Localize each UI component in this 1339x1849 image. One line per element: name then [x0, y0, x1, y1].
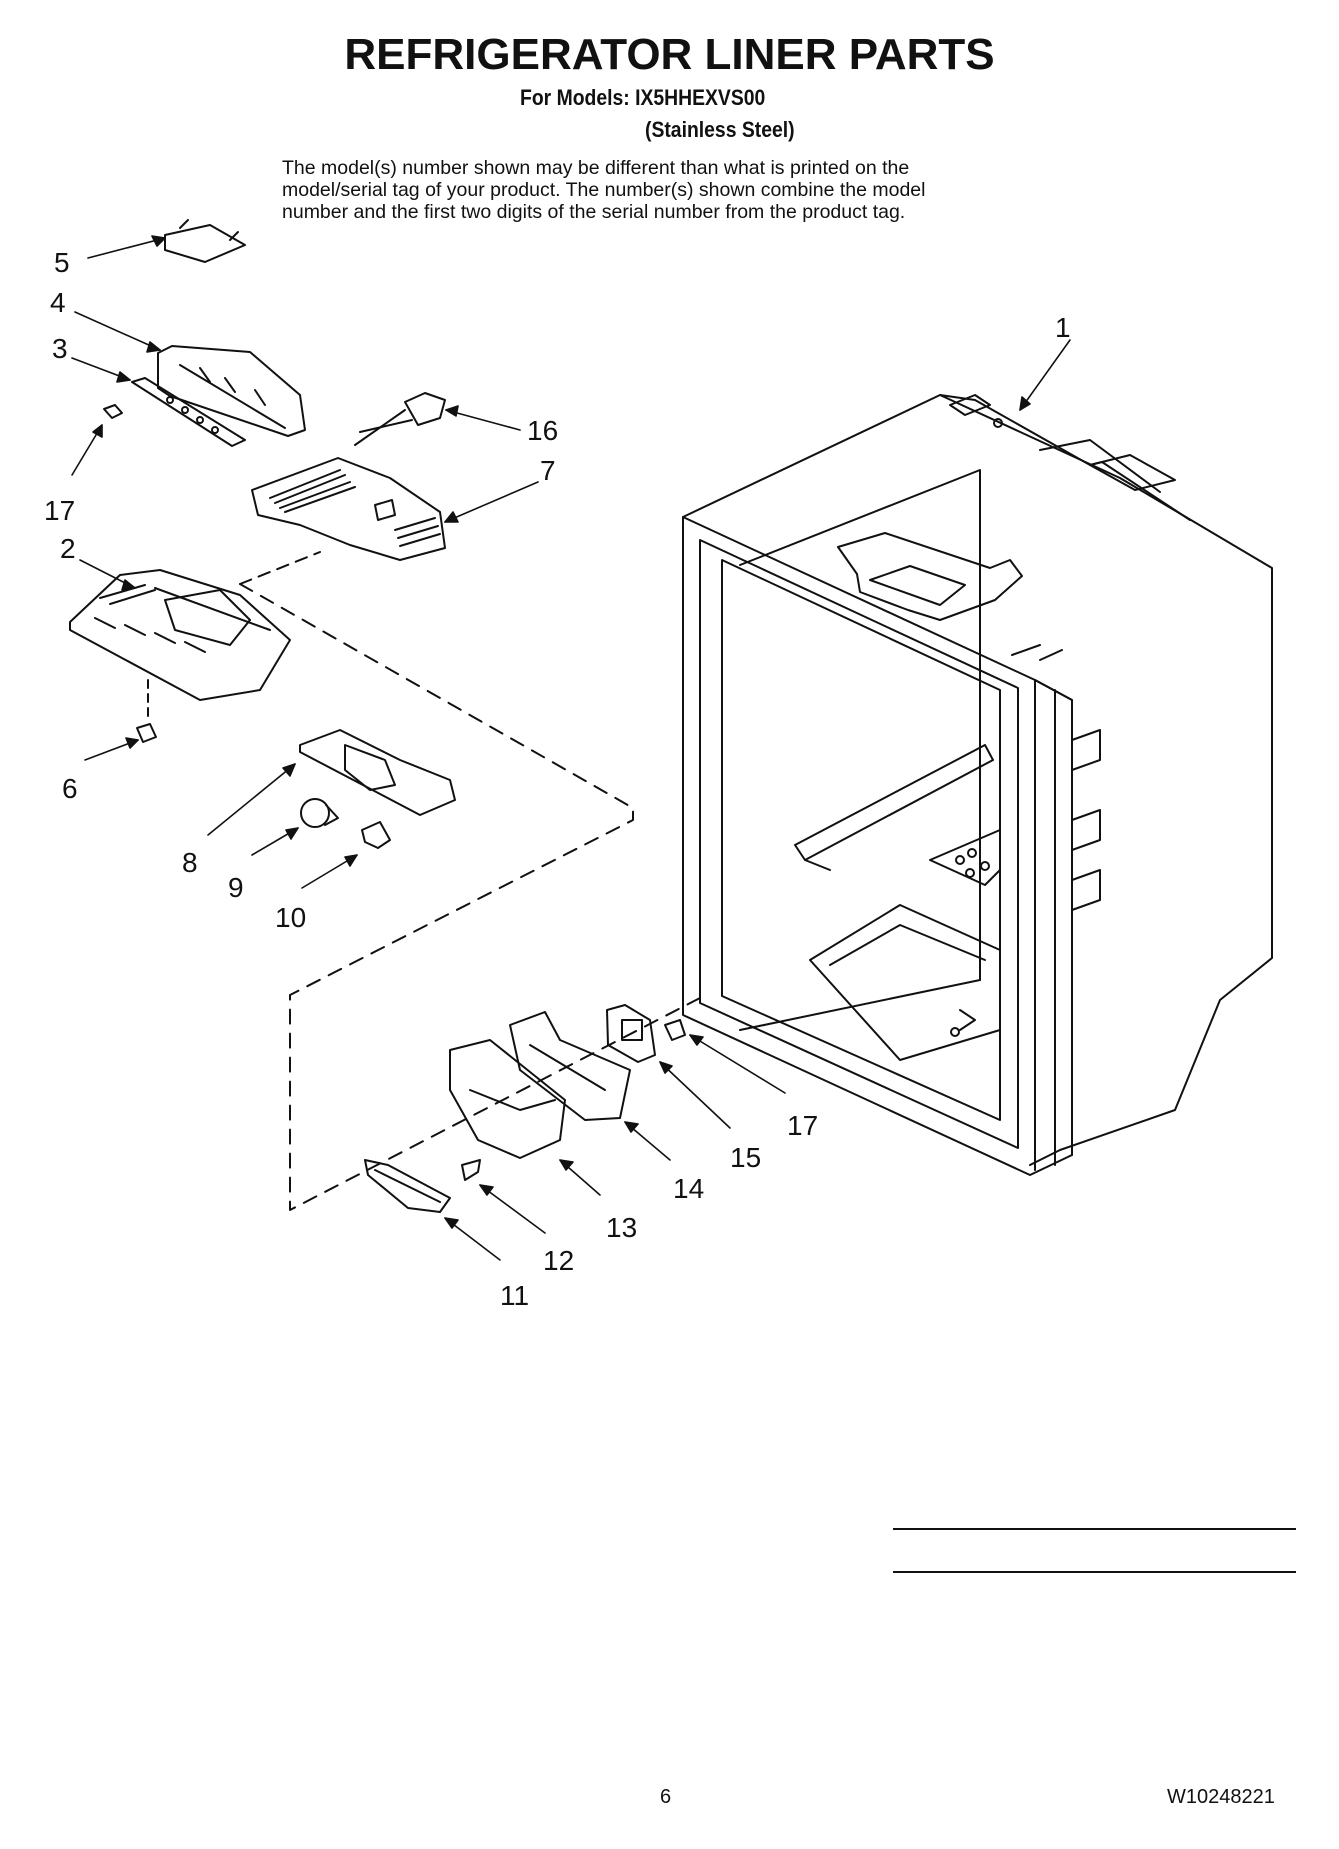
part-8-light-socket-housing [299, 729, 456, 816]
document-number: W10248221 [1167, 1786, 1275, 1808]
callout-8: 8 [182, 847, 198, 878]
assembly-dashed-line-2 [239, 551, 321, 585]
callout-17-lower: 17 [787, 1110, 818, 1141]
notice-line-2: model/serial tag of your product. The nu… [282, 179, 926, 201]
part-17-screw-lower [664, 1019, 686, 1041]
model-notice: The model(s) number shown may be differe… [282, 157, 1082, 223]
callout-4: 4 [50, 287, 66, 318]
callout-6: 6 [62, 773, 78, 804]
callout-9: 9 [228, 872, 244, 903]
part-17-clip-upper [103, 404, 123, 419]
callout-15: 15 [730, 1142, 761, 1173]
part-16-sensor [354, 392, 446, 446]
part-11-lens [364, 1159, 451, 1213]
callout-5: 5 [54, 247, 70, 278]
callout-7: 7 [540, 455, 556, 486]
assembly-dashed-line [239, 583, 701, 1211]
part-7-air-grille [251, 457, 446, 561]
models-line: For Models: IX5HHEXVS00 [520, 85, 766, 110]
callout-11: 11 [500, 1280, 529, 1311]
page-title: REFRIGERATOR LINER PARTS [344, 30, 995, 79]
part-13-bracket [449, 1039, 566, 1159]
callout-1: 1 [1055, 312, 1071, 343]
callout-12: 12 [543, 1245, 574, 1276]
callout-17-upper: 17 [44, 495, 75, 526]
blank-rule-1 [893, 1528, 1296, 1530]
callout-3: 3 [52, 333, 68, 364]
leader-lines [71, 235, 1071, 1261]
callout-10: 10 [275, 902, 306, 933]
part-2-light-housing [69, 569, 291, 701]
liner-part-1 [682, 394, 1273, 1176]
page-number: 6 [660, 1786, 672, 1808]
notice-line-1: The model(s) number shown may be differe… [282, 157, 910, 179]
part-4-control-housing [157, 345, 306, 437]
part-9-bulb [300, 798, 339, 828]
part-6-switch [136, 723, 157, 743]
part-3-control-panel [131, 377, 246, 447]
part-10-socket [361, 821, 391, 849]
part-12-screw [461, 1159, 481, 1181]
blank-rule-2 [893, 1571, 1296, 1573]
callout-2: 2 [60, 533, 76, 564]
callout-13: 13 [606, 1212, 637, 1243]
callout-14: 14 [673, 1173, 704, 1204]
callout-16: 16 [527, 415, 558, 446]
finish-line: (Stainless Steel) [645, 117, 795, 142]
part-5-cover [164, 219, 246, 263]
notice-line-3: number and the first two digits of the s… [282, 201, 906, 223]
